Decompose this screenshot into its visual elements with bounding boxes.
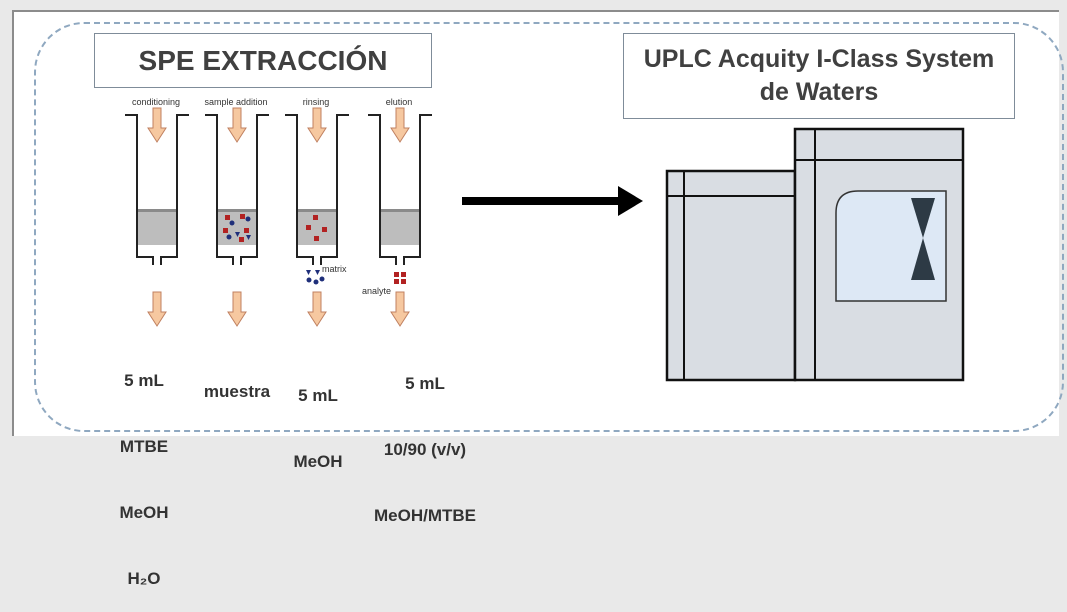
dose-line: MTBE bbox=[119, 437, 169, 456]
down-arrow-icon bbox=[227, 107, 247, 143]
dose-line: 10/90 (v/v) bbox=[383, 440, 467, 459]
dose-line: 5 mL bbox=[405, 374, 445, 393]
down-arrow-icon bbox=[307, 107, 327, 143]
step-label-sample-addition: sample addition bbox=[204, 97, 268, 107]
down-arrow-icon bbox=[147, 291, 167, 327]
spe-diagram bbox=[124, 107, 965, 382]
dose-conditioning: 5 mL MTBE MeOH H₂O bbox=[97, 326, 191, 612]
dose-sample-addition: muestra bbox=[190, 337, 284, 425]
uplc-title: UPLC Acquity I-Class System de Waters bbox=[623, 33, 1015, 119]
dose-line: muestra bbox=[203, 382, 271, 401]
down-arrow-icon bbox=[227, 291, 247, 327]
down-arrow-icon bbox=[390, 291, 410, 327]
dose-rinsing: 5 mL MeOH bbox=[280, 341, 356, 495]
dose-elution: 5 mL 10/90 (v/v) MeOH/MTBE bbox=[355, 329, 495, 549]
right-arrow-icon bbox=[462, 186, 643, 216]
column-sample-addition bbox=[204, 114, 270, 266]
matrix-label: matrix bbox=[322, 264, 347, 274]
spe-title: SPE EXTRACCIÓN bbox=[94, 33, 432, 88]
dose-line: MeOH bbox=[293, 452, 343, 471]
column-elution bbox=[367, 114, 433, 284]
workflow-container bbox=[34, 22, 1064, 432]
step-label-conditioning: conditioning bbox=[131, 97, 181, 107]
step-label-rinsing: rinsing bbox=[302, 97, 330, 107]
column-rinsing bbox=[284, 114, 350, 285]
dose-line: MeOH/MTBE bbox=[374, 506, 476, 525]
down-arrow-icon bbox=[390, 107, 410, 143]
dose-line: MeOH bbox=[119, 503, 169, 522]
down-arrow-icon bbox=[307, 291, 327, 327]
column-conditioning bbox=[124, 114, 190, 266]
dose-line: H₂O bbox=[127, 569, 161, 588]
analyte-label: analyte bbox=[362, 286, 392, 296]
dose-line: 5 mL bbox=[298, 386, 338, 405]
dose-line: 5 mL bbox=[124, 371, 164, 390]
down-arrow-icon bbox=[147, 107, 167, 143]
step-label-elution: elution bbox=[385, 97, 413, 107]
valve-icon bbox=[911, 198, 935, 280]
